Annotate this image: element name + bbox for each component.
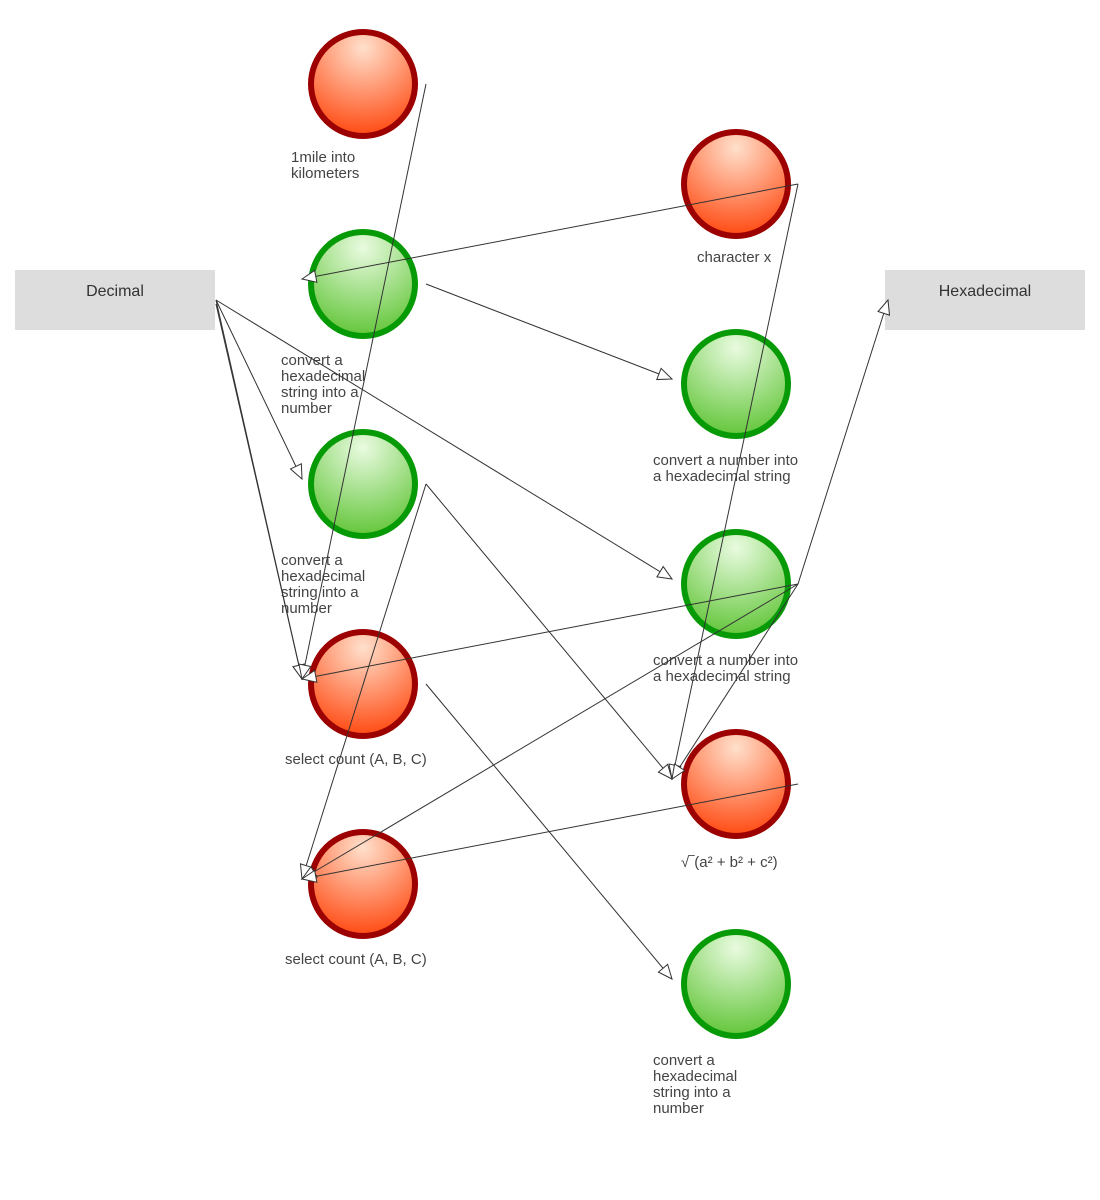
- node-error-circle-9[interactable]: [681, 729, 791, 839]
- node-label-number-to-hex-2: convert a number into a hexadecimal stri…: [653, 652, 799, 685]
- hexadecimal-box[interactable]: Hexadecimal: [885, 270, 1085, 330]
- node-label-character-x: character x: [697, 249, 772, 266]
- node-label-number-to-hex-1: convert a number into a hexadecimal stri…: [653, 452, 799, 485]
- node-label-sqrt-formula: √‾(a² + b² + c²): [681, 854, 778, 871]
- node-ok-circle-7[interactable]: [681, 329, 791, 439]
- node-error-circle-5[interactable]: [308, 829, 418, 939]
- node-label-select-count-1: select count (A, B, C): [285, 751, 427, 768]
- node-label-1mile: 1mile into kilometers: [291, 149, 360, 182]
- node-error-circle-1[interactable]: [308, 29, 418, 139]
- node-label-hex-to-number-1: convert a hexadecimal string into a numb…: [281, 352, 366, 417]
- node-label-hex-to-number-3: convert a hexadecimal string into a numb…: [653, 1052, 738, 1117]
- node-ok-circle-3[interactable]: [308, 429, 418, 539]
- node-ok-circle-2[interactable]: [308, 229, 418, 339]
- node-ok-circle-8[interactable]: [681, 529, 791, 639]
- node-error-circle-6[interactable]: [681, 129, 791, 239]
- node-label-select-count-2: select count (A, B, C): [285, 951, 427, 968]
- decimal-box[interactable]: Decimal: [15, 270, 215, 330]
- node-ok-circle-10[interactable]: [681, 929, 791, 1039]
- decimal-box-label: Decimal: [86, 283, 144, 300]
- node-error-circle-4[interactable]: [308, 629, 418, 739]
- node-label-hex-to-number-2: convert a hexadecimal string into a numb…: [281, 552, 366, 617]
- hexadecimal-box-label: Hexadecimal: [938, 283, 1032, 300]
